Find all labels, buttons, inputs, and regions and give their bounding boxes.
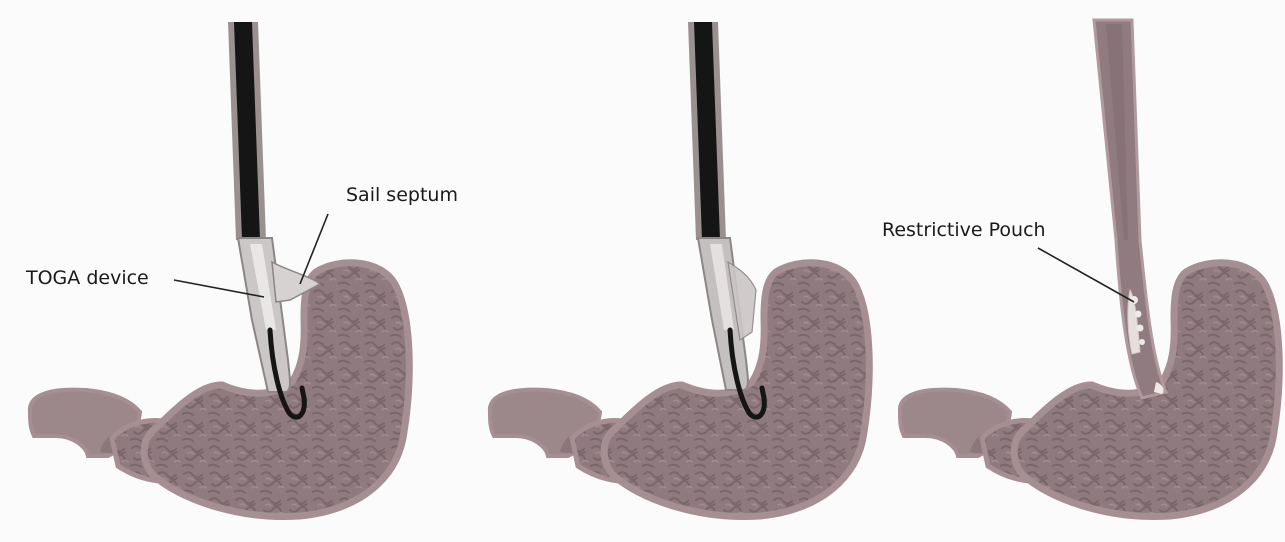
panel-3-after-procedure [900,20,1279,517]
stomach-drawing [490,263,869,517]
label-restrictive-pouch: Restrictive Pouch [882,221,1046,240]
label-sail-septum: Sail septum [346,186,458,205]
stomach-drawing [900,263,1279,517]
panel-2-stapling [490,22,869,517]
label-toga-device: TOGA device [26,269,149,288]
stomach-drawing [30,263,409,517]
